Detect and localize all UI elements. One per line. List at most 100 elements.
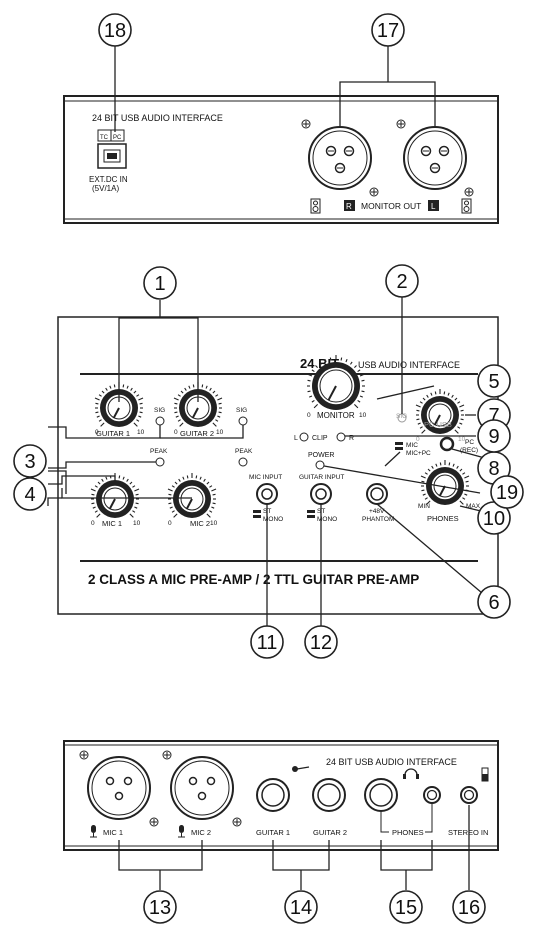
callout-6: 6 [477,585,511,619]
slogan: 2 CLASS A MIC PRE-AMP / 2 TTL GUITAR PRE… [88,572,419,587]
svg-text:8: 8 [488,458,499,480]
dc-in-spec: (5V/1A) [92,184,119,193]
speaker-icon [461,198,472,214]
rear-panel-frame [63,740,499,851]
svg-text:PHANTOM: PHANTOM [362,516,394,523]
callout-10: 10 [477,501,511,535]
svg-text:R: R [346,202,352,211]
top-panel: 24 BIT USB AUDIO INTERFACE TC PC EXT.DC … [63,46,499,224]
svg-text:10: 10 [210,520,218,527]
headphones-icon [403,768,419,779]
svg-text:12: 12 [310,632,332,654]
xlr-in-1 [79,750,159,827]
xlr-in-2 [162,750,242,827]
svg-text:7: 7 [488,405,499,427]
speaker-icon [310,198,321,214]
svg-text:0: 0 [91,520,95,527]
svg-text:GUITAR 2: GUITAR 2 [313,828,347,837]
guitar2-knob: 0 10 [173,382,224,436]
svg-text:14: 14 [290,897,312,919]
svg-text:MIC: MIC [406,442,418,449]
svg-text:GUITAR INPUT: GUITAR INPUT [299,474,344,481]
svg-text:2: 2 [396,271,407,293]
clip-led-r [336,432,346,442]
callout-11: 11 [250,625,284,659]
svg-text:CLIP: CLIP [312,435,328,442]
svg-text:GUITAR 1: GUITAR 1 [256,828,290,837]
callout-2: 2 [385,264,419,298]
callout-16: 16 [452,890,486,924]
svg-text:10: 10 [216,429,224,436]
svg-text:5: 5 [488,371,499,393]
svg-text:MIN: MIN [418,503,430,510]
callout-3: 3 [13,444,47,478]
mic2-knob: 0 10 [167,473,218,527]
pc-usb-knob: 0 10 [415,389,466,443]
svg-text:L: L [431,202,436,211]
svg-text:10: 10 [483,508,505,530]
pc-usb-label: PC USB [424,420,452,429]
callout-18: 18 [98,13,132,47]
sig-led-2 [238,416,248,426]
callout-15: 15 [389,890,423,924]
phones-jack-small [423,786,441,804]
svg-text:0: 0 [168,520,172,527]
svg-text:SIG: SIG [236,407,247,414]
svg-text:SIG: SIG [396,413,407,420]
svg-text:11: 11 [257,632,278,654]
svg-text:1: 1 [154,273,165,295]
svg-text:0: 0 [174,429,178,436]
svg-text:10: 10 [137,429,145,436]
phones-knob [420,460,470,505]
phones-jack-large [364,778,398,812]
monitor-out-label: MONITOR OUT [361,201,421,211]
guitar1-jack [256,778,290,812]
svg-text:MIC INPUT: MIC INPUT [249,474,282,481]
pc-rec-button [439,436,455,452]
svg-text:POWER: POWER [308,452,334,459]
microphone-icon [90,825,97,838]
guitar1-knob: 0 10 [94,382,145,436]
svg-text:MAX: MAX [466,503,481,510]
peak-led-1 [155,457,165,467]
guitar-input-jack [310,483,332,505]
svg-text:STEREO IN: STEREO IN [448,828,488,837]
svg-text:19: 19 [496,482,518,504]
svg-text:10: 10 [133,520,141,527]
svg-text:0: 0 [416,436,420,443]
mic-input-jack [256,483,278,505]
mic2-label: MIC 2 [190,519,210,528]
svg-text:10: 10 [359,412,367,419]
power-led [315,460,325,470]
rear-panel: 24 BIT USB AUDIO INTERFACE MIC 1 MIC 2 [63,740,499,890]
front-brand-rest: USB AUDIO INTERFACE [358,360,460,370]
usb-port-icon [97,143,127,169]
svg-text:MONO: MONO [317,516,337,523]
callout-1: 1 [143,266,177,300]
svg-text:MONO: MONO [263,516,283,523]
top-brand: 24 BIT USB AUDIO INTERFACE [92,113,223,123]
stereo-in-jack [460,786,478,804]
svg-text:13: 13 [149,897,171,919]
svg-text:MIC+PC: MIC+PC [406,450,431,457]
svg-text:PEAK: PEAK [150,448,168,455]
xlr-out-r [301,119,379,197]
svg-text:PEAK: PEAK [235,448,253,455]
guitar1-label: GUITAR 1 [96,429,130,438]
svg-text:TC: TC [100,135,109,141]
microphone-icon [178,825,185,838]
mic1-label: MIC 1 [102,519,122,528]
svg-text:9: 9 [488,426,499,448]
guitar-icon [292,766,310,772]
callout-13: 13 [143,890,177,924]
svg-text:10: 10 [458,436,466,443]
rear-brand: 24 BIT USB AUDIO INTERFACE [326,757,457,767]
svg-text:MIC 1: MIC 1 [103,828,123,837]
top-panel-frame [63,95,499,224]
svg-text:PC: PC [465,439,474,446]
svg-text:0: 0 [95,429,99,436]
